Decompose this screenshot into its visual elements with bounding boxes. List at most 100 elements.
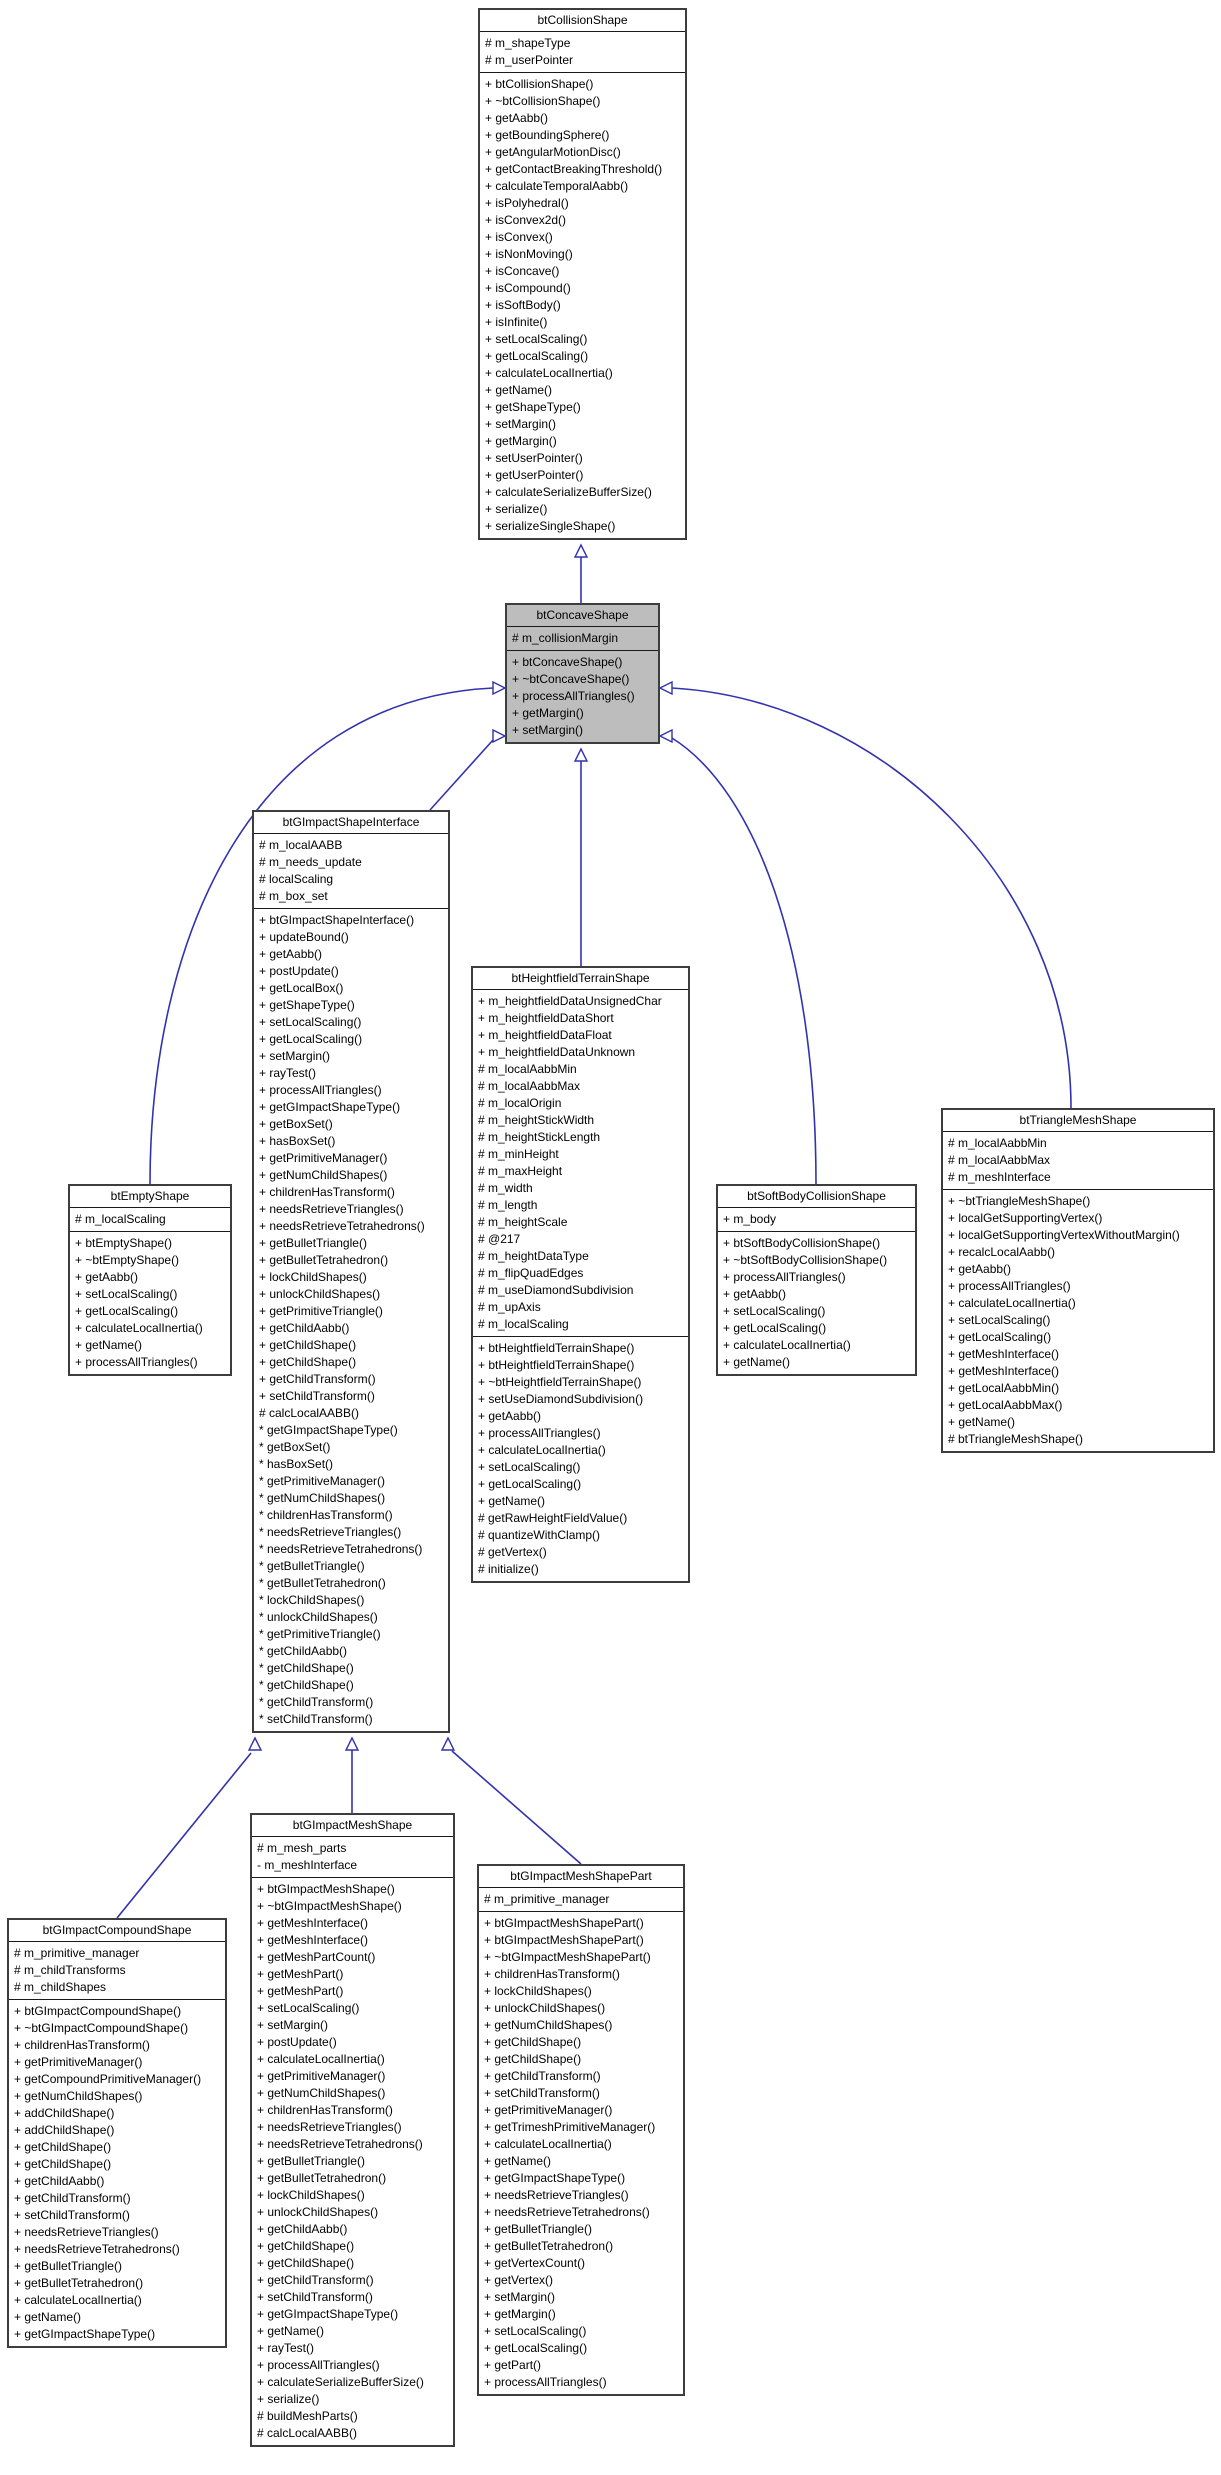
method-row: * getBulletTetrahedron() — [259, 1576, 386, 1590]
attribute-row: # m_heightStickLength — [478, 1130, 601, 1144]
method-row: + btGImpactShapeInterface() — [259, 913, 415, 927]
methods-section: + btCollisionShape()+ ~btCollisionShape(… — [480, 73, 685, 538]
method-row: + setChildTransform() — [14, 2208, 130, 2222]
method-row: + setChildTransform() — [484, 2086, 600, 2100]
method-row: * lockChildShapes() — [259, 1593, 365, 1607]
method-row: + processAllTriangles() — [257, 2358, 380, 2372]
method-row: + getBulletTriangle() — [484, 2222, 592, 2236]
method-row: + getMargin() — [512, 706, 584, 720]
attribute-row: + m_heightfieldDataFloat — [478, 1028, 612, 1042]
method-row: + isNonMoving() — [485, 247, 573, 261]
attributes-section: # m_primitive_manager# m_childTransforms… — [9, 1942, 225, 2000]
method-row: * getChildTransform() — [259, 1695, 374, 1709]
method-row: # btTriangleMeshShape() — [948, 1432, 1083, 1446]
class-title: btGImpactShapeInterface — [254, 812, 448, 834]
class-title: btGImpactMeshShape — [252, 1815, 453, 1837]
method-row: + processAllTriangles() — [512, 689, 635, 703]
method-row: + serializeSingleShape() — [485, 519, 616, 533]
method-row: + addChildShape() — [14, 2123, 115, 2137]
attribute-row: # m_mesh_parts — [257, 1841, 347, 1855]
method-row: * setChildTransform() — [259, 1712, 373, 1726]
method-row: + unlockChildShapes() — [484, 2001, 606, 2015]
method-row: + processAllTriangles() — [484, 2375, 607, 2389]
attribute-row: # m_userPointer — [485, 53, 574, 67]
method-row: + needsRetrieveTetrahedrons() — [484, 2205, 650, 2219]
method-row: + getPrimitiveManager() — [14, 2055, 143, 2069]
method-row: + ~btGImpactMeshShapePart() — [484, 1950, 651, 1964]
methods-section: + btEmptyShape()+ ~btEmptyShape()+ getAa… — [70, 1232, 230, 1374]
method-row: + needsRetrieveTriangles() — [259, 1202, 404, 1216]
inheritance-arrowhead — [658, 680, 673, 696]
class-node-btGImpactCompoundShape[interactable]: btGImpactCompoundShape # m_primitive_man… — [7, 1918, 227, 2348]
method-row: + getMeshPart() — [257, 1984, 344, 1998]
method-row: + getMeshInterface() — [257, 1916, 369, 1930]
method-row: + getName() — [485, 383, 553, 397]
method-row: + btConcaveShape() — [512, 655, 623, 669]
attribute-row: # m_localAabbMax — [478, 1079, 581, 1093]
method-row: + getBulletTetrahedron() — [14, 2276, 144, 2290]
attribute-row: # m_minHeight — [478, 1147, 559, 1161]
attribute-row: # m_localAabbMin — [478, 1062, 577, 1076]
method-row: + getName() — [723, 1355, 791, 1369]
method-row: * getChildAabb() — [259, 1644, 348, 1658]
method-row: + getBulletTetrahedron() — [257, 2171, 387, 2185]
method-row: * needsRetrieveTriangles() — [259, 1525, 402, 1539]
method-row: * getPrimitiveManager() — [259, 1474, 386, 1488]
method-row: * getChildShape() — [259, 1661, 354, 1675]
method-row: + getLocalScaling() — [484, 2341, 588, 2355]
method-row: * hasBoxSet() — [259, 1457, 334, 1471]
attribute-row: # m_flipQuadEdges — [478, 1266, 584, 1280]
method-row: + getBoundingSphere() — [485, 128, 610, 142]
method-row: + localGetSupportingVertexWithoutMargin(… — [948, 1228, 1180, 1242]
attribute-row: # m_childShapes — [14, 1980, 107, 1994]
method-row: + setLocalScaling() — [75, 1287, 178, 1301]
inheritance-arrowhead — [573, 543, 589, 558]
method-row: + setUseDiamondSubdivision() — [478, 1392, 644, 1406]
method-row: + getMeshInterface() — [257, 1933, 369, 1947]
method-row: # quantizeWithClamp() — [478, 1528, 601, 1542]
method-row: + addChildShape() — [14, 2106, 115, 2120]
class-node-btEmptyShape[interactable]: btEmptyShape # m_localScaling + btEmptyS… — [68, 1184, 232, 1376]
method-row: + ~btEmptyShape() — [75, 1253, 180, 1267]
method-row: + getNumChildShapes() — [484, 2018, 613, 2032]
method-row: + getMeshPartCount() — [257, 1950, 376, 1964]
class-node-btGImpactShapeInterface[interactable]: btGImpactShapeInterface # m_localAABB# m… — [252, 810, 450, 1733]
attribute-row: # m_upAxis — [478, 1300, 541, 1314]
class-title: btSoftBodyCollisionShape — [718, 1186, 915, 1208]
method-row: + btEmptyShape() — [75, 1236, 173, 1250]
method-row: + setLocalScaling() — [723, 1304, 826, 1318]
method-row: + btGImpactCompoundShape() — [14, 2004, 182, 2018]
method-row: + rayTest() — [259, 1066, 317, 1080]
method-row: + processAllTriangles() — [478, 1426, 601, 1440]
class-title: btConcaveShape — [507, 605, 658, 627]
method-row: * needsRetrieveTetrahedrons() — [259, 1542, 423, 1556]
class-title: btCollisionShape — [480, 10, 685, 32]
method-row: + getPart() — [484, 2358, 542, 2372]
attribute-row: + m_heightfieldDataUnknown — [478, 1045, 636, 1059]
class-node-btTriangleMeshShape[interactable]: btTriangleMeshShape # m_localAabbMin# m_… — [941, 1108, 1215, 1453]
inheritance-arrowhead — [344, 1736, 360, 1751]
method-row: + getAabb() — [948, 1262, 1012, 1276]
method-row: # calcLocalAABB() — [259, 1406, 360, 1420]
class-node-btGImpactMeshShapePart[interactable]: btGImpactMeshShapePart # m_primitive_man… — [477, 1864, 685, 2396]
attribute-row: # @217 — [478, 1232, 521, 1246]
method-row: + processAllTriangles() — [259, 1083, 382, 1097]
class-node-btCollisionShape[interactable]: btCollisionShape # m_shapeType# m_userPo… — [478, 8, 687, 540]
class-node-btConcaveShape[interactable]: btConcaveShape # m_collisionMargin + btC… — [505, 603, 660, 744]
method-row: + ~btGImpactCompoundShape() — [14, 2021, 189, 2035]
methods-section: + btHeightfieldTerrainShape()+ btHeightf… — [473, 1337, 688, 1581]
method-row: + getChildShape() — [14, 2140, 112, 2154]
method-row: + isConvex() — [485, 230, 553, 244]
attribute-row: # m_needs_update — [259, 855, 362, 869]
class-node-btSoftBodyCollisionShape[interactable]: btSoftBodyCollisionShape + m_body + btSo… — [716, 1184, 917, 1376]
method-row: + childrenHasTransform() — [259, 1185, 395, 1199]
class-node-btGImpactMeshShape[interactable]: btGImpactMeshShape # m_mesh_parts- m_mes… — [250, 1813, 455, 2447]
method-row: + getChildTransform() — [484, 2069, 601, 2083]
class-node-btHeightfieldTerrainShape[interactable]: btHeightfieldTerrainShape + m_heightfiel… — [471, 966, 690, 1583]
method-row: + getTrimeshPrimitiveManager() — [484, 2120, 656, 2134]
method-row: + getMargin() — [485, 434, 557, 448]
edge-btTriangleMeshShape-to-btConcaveShape — [671, 687, 1072, 1109]
method-row: + getShapeType() — [485, 400, 581, 414]
edge-btGImpactMeshShapePart-to-btGImpactShapeInterface — [451, 1750, 582, 1865]
